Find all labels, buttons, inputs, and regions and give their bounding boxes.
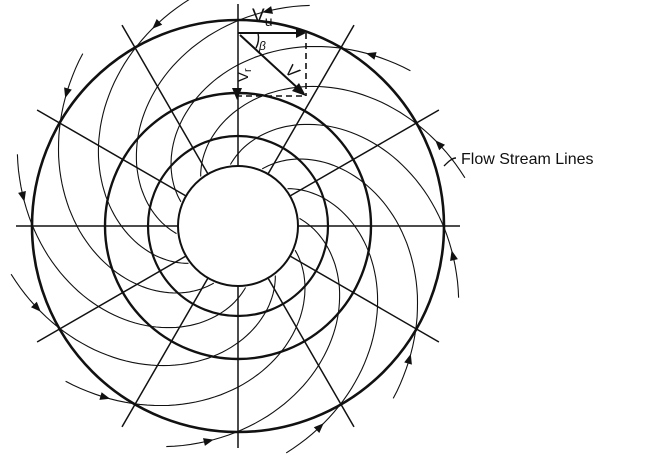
- stream-arrowhead-7: [31, 301, 41, 312]
- v-arrowhead: [292, 83, 306, 96]
- flow-stream-callout: Flow Stream Lines: [443, 151, 594, 168]
- stream-arrowhead-1: [435, 140, 445, 151]
- radial-line-2: [289, 109, 440, 197]
- stream-arrowheads: [18, 6, 458, 446]
- v-label: V: [282, 60, 304, 83]
- stream-arrowhead-4: [152, 19, 163, 29]
- stream-line-5: [57, 53, 215, 294]
- stream-line-7: [10, 273, 276, 367]
- radial-line-5: [121, 24, 209, 175]
- vr-label: Vr: [235, 68, 254, 82]
- stream-arrowhead-8: [99, 392, 111, 400]
- stream-arrowhead-9: [203, 438, 214, 446]
- beta-angle-arc: [255, 32, 260, 49]
- radial-line-8: [36, 255, 187, 343]
- stream-line-11: [261, 158, 419, 399]
- circle-4: [177, 165, 299, 287]
- stream-arrowhead-12: [450, 250, 458, 261]
- flow-stream-label: Flow Stream Lines: [461, 151, 594, 168]
- vu-arrowhead: [296, 28, 306, 38]
- radial-line-11: [267, 277, 355, 428]
- stream-arrowhead-5: [64, 87, 72, 99]
- callout-leader: [443, 157, 457, 167]
- stream-line-6: [16, 154, 247, 329]
- beta-label: β: [258, 39, 266, 53]
- stream-line-12: [229, 123, 460, 298]
- stream-line-10: [285, 188, 379, 454]
- stream-line-9: [166, 217, 341, 448]
- stream-arrowhead-3: [262, 6, 273, 14]
- vu-label: Vu: [252, 6, 272, 29]
- stream-line-1: [200, 85, 466, 179]
- stream-line-8: [65, 249, 306, 407]
- radial-line-3: [267, 24, 355, 175]
- stream-line-2: [170, 45, 411, 203]
- vr-arrowhead: [232, 88, 242, 100]
- stream-arrowhead-6: [18, 191, 26, 202]
- radial-line-12: [289, 255, 440, 343]
- stream-arrowhead-10: [313, 423, 324, 433]
- velocity-triangle: [232, 28, 307, 100]
- stream-arrowhead-2: [365, 52, 377, 60]
- radial-lines: [16, 4, 460, 448]
- stream-line-4: [97, 0, 190, 264]
- stream-line-3: [135, 4, 310, 235]
- v-vector: [239, 34, 303, 93]
- radial-line-9: [121, 277, 209, 428]
- stream-arrowhead-11: [404, 353, 412, 365]
- radial-line-6: [36, 109, 187, 197]
- flow-stream-lines: [10, 0, 466, 454]
